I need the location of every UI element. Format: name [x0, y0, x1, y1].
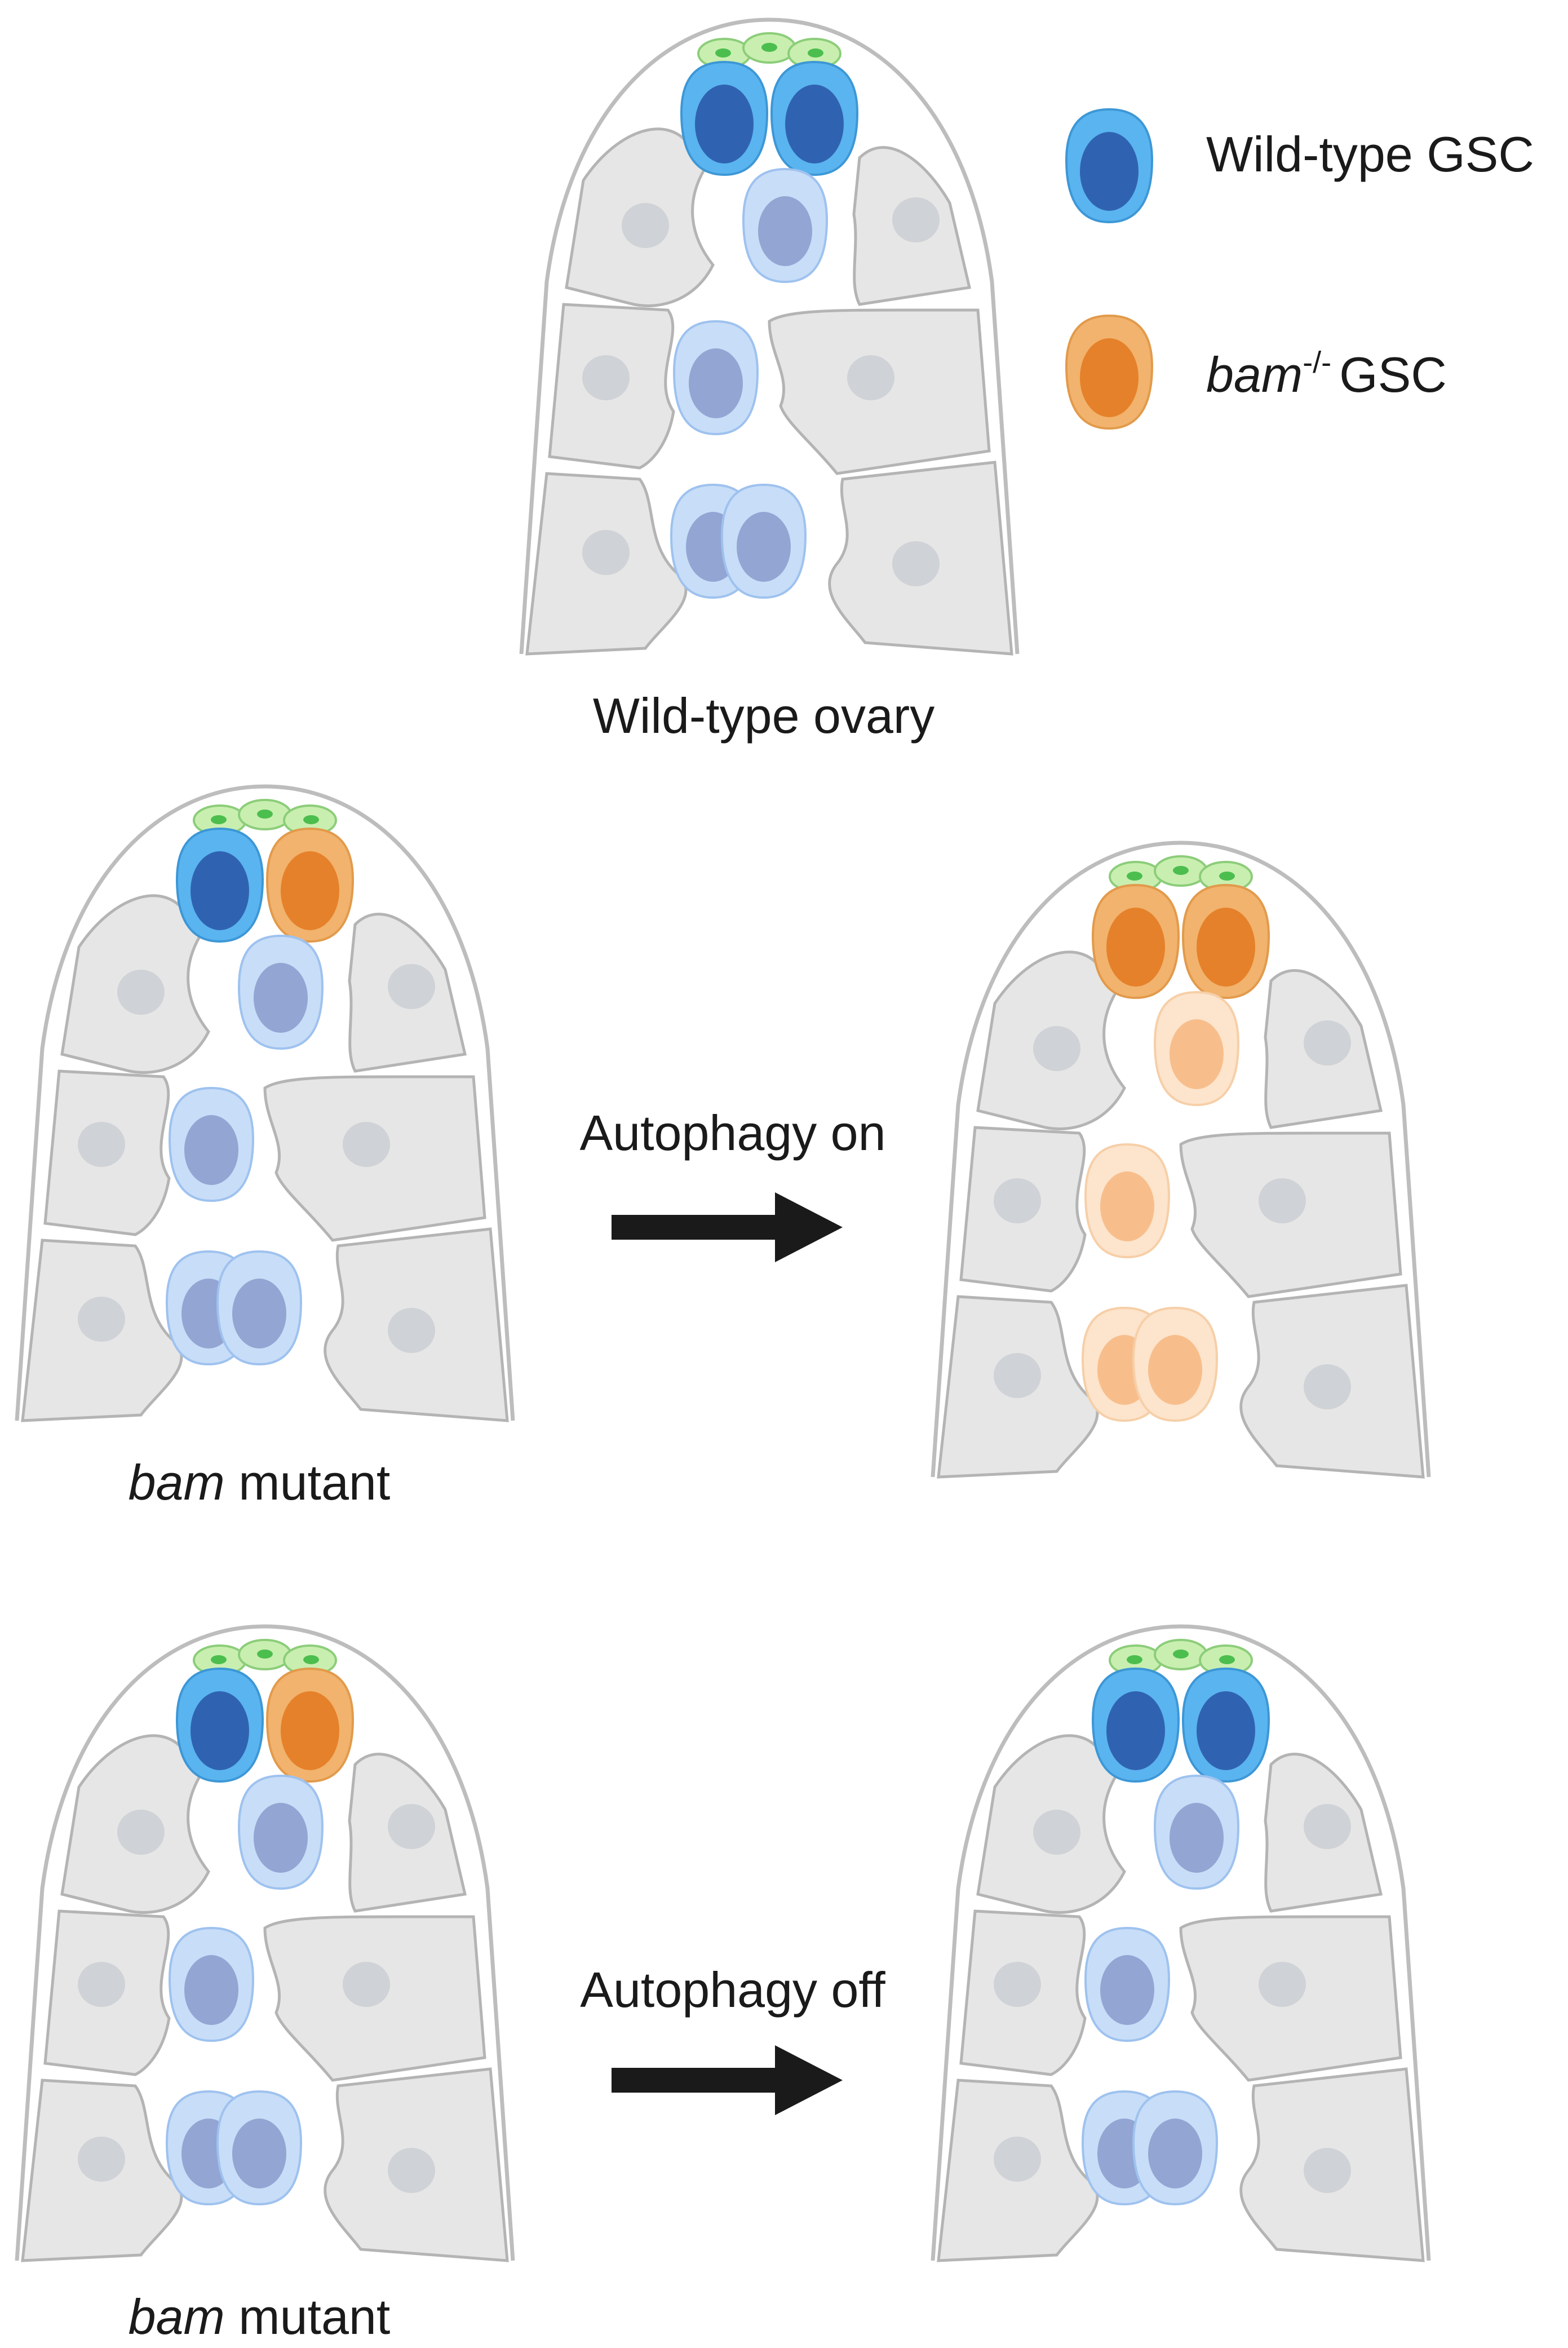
gsc-wild-type — [1182, 1668, 1270, 1783]
germarium-bam-result-on — [933, 843, 1429, 1477]
gsc-bam — [1092, 884, 1180, 999]
cystoblast-wild-type — [169, 1927, 254, 2042]
panel-caption-wild-type-ovary: Wild-type ovary — [593, 688, 934, 744]
gsc-bam — [1182, 884, 1270, 999]
cystoblast-wild-type — [1084, 1927, 1170, 2042]
caption-gene: bam — [129, 1454, 225, 1510]
gsc-bam — [266, 1668, 354, 1783]
gsc-wild-type — [770, 61, 858, 176]
gsc-wild-type — [1092, 1668, 1180, 1783]
cystoblast-wild-type — [742, 168, 828, 283]
cystoblast-wild-type — [1154, 1775, 1239, 1890]
legend-label-wild-type: Wild-type GSC — [1206, 126, 1534, 182]
gsc-wild-type — [680, 61, 768, 176]
panel-caption-bam-mutant-2: bam mutant — [129, 2289, 391, 2345]
legend-swatch-bam — [1065, 315, 1153, 430]
caption-rest: mutant — [225, 1454, 390, 1510]
caption-gene: bam — [129, 2289, 225, 2345]
cystoblast-bam — [1084, 1143, 1170, 1258]
cyst-wild-type — [671, 485, 805, 598]
legend-bam-gene: bam — [1206, 347, 1303, 403]
cyst-wild-type — [1083, 2091, 1217, 2204]
germarium-bam-result-off — [933, 1626, 1429, 2261]
germarium-bam-mutant-on — [17, 786, 513, 1421]
legend: Wild-type GSC bam-/- GSC — [1065, 108, 1534, 430]
legend-bam-superscript: -/- — [1303, 346, 1331, 379]
arrow-label-autophagy-on: Autophagy on — [579, 1105, 885, 1161]
cyst-bam — [1083, 1308, 1217, 1421]
cystoblast-bam — [1154, 991, 1239, 1106]
cyst-wild-type — [167, 1252, 301, 1364]
arrow-label-autophagy-off: Autophagy off — [580, 1962, 885, 2018]
arrow-autophagy-off — [612, 2045, 843, 2115]
legend-swatch-wild-type — [1065, 108, 1153, 223]
caption-rest: mutant — [225, 2289, 390, 2345]
cystoblast-wild-type — [673, 320, 759, 435]
cystoblast-wild-type — [169, 1087, 254, 1202]
germarium-bam-mutant-off — [17, 1626, 513, 2261]
cystoblast-wild-type — [238, 1775, 324, 1890]
germarium-wild-type — [521, 20, 1017, 654]
cyst-wild-type — [167, 2091, 301, 2204]
gsc-wild-type — [176, 1668, 264, 1783]
legend-bam-suffix: GSC — [1339, 347, 1447, 403]
gsc-bam — [266, 828, 354, 943]
arrow-autophagy-on — [612, 1192, 843, 1262]
gsc-wild-type — [176, 828, 264, 943]
panel-caption-bam-mutant-1: bam mutant — [129, 1454, 391, 1510]
legend-label-bam: bam-/- GSC — [1206, 346, 1447, 403]
cystoblast-wild-type — [238, 935, 324, 1050]
